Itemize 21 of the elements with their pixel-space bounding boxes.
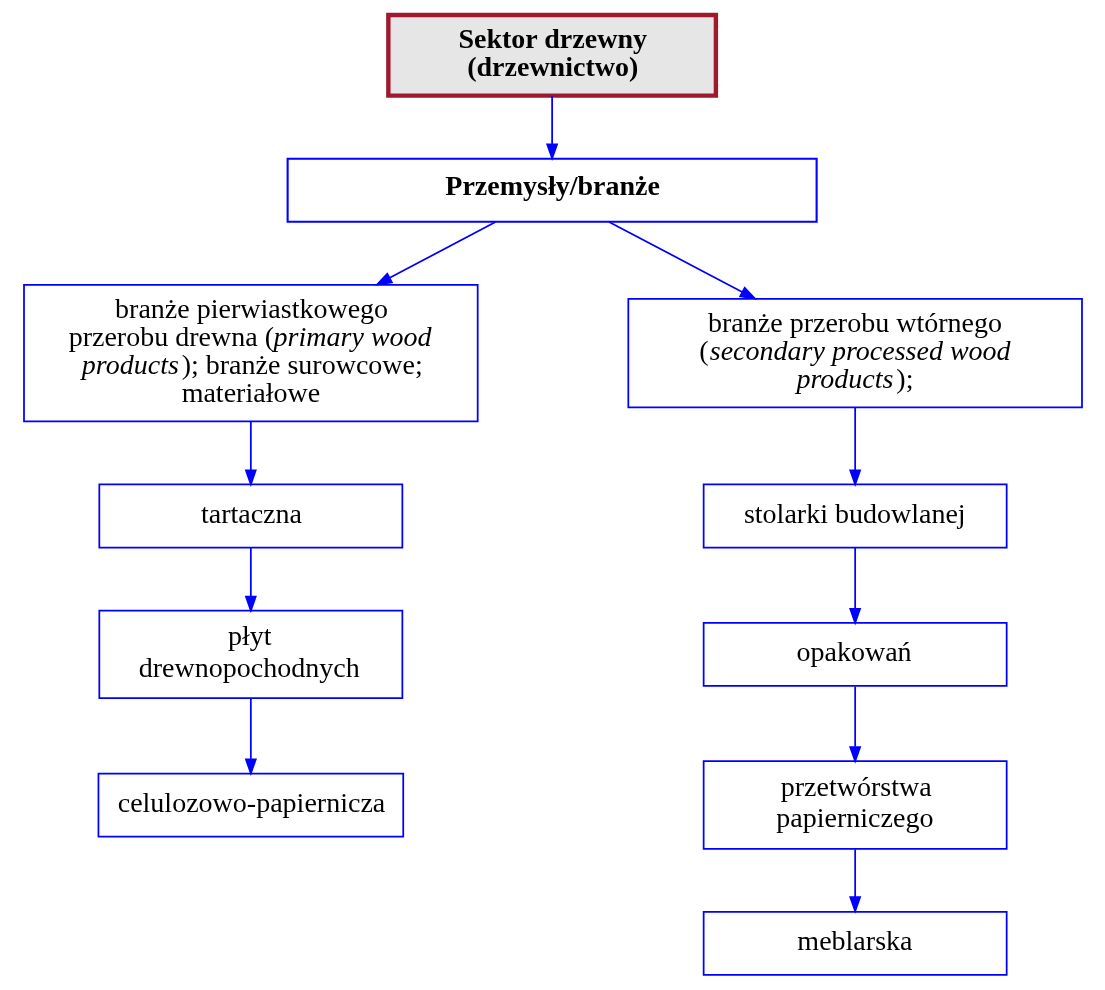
node-box: przetwórstwa papierniczego: [702, 760, 1008, 850]
arrow: [848, 546, 861, 626]
arrow: [244, 697, 257, 777]
node-box: branże pierwiastkowego przerobu drewna (primary wood products); branże surowcowe; materiałowe: [22, 283, 479, 423]
arrow: [848, 848, 861, 914]
arrow: [244, 420, 257, 487]
arrow: [244, 546, 257, 614]
node-box: Sektor drzewny (drzewnictwo): [385, 12, 718, 98]
arrow: [374, 221, 496, 286]
node-box: Przemysły/branże: [286, 157, 818, 223]
node-box: meblarska: [702, 911, 1008, 976]
node-box: opakowań: [702, 622, 1008, 687]
arrow: [607, 221, 757, 300]
arrow: [848, 685, 861, 764]
arrow: [545, 94, 558, 161]
node-box: celulozowo-papiernicza: [97, 772, 404, 838]
arrow: [848, 406, 861, 488]
node-box: tartaczna: [97, 483, 403, 549]
node-box: płyt drewnopochodnych: [97, 609, 403, 700]
node-box: branże przerobu wtórnego (secondary processed wood products);: [626, 297, 1083, 409]
node-box: stolarki budowlanej: [702, 483, 1008, 549]
